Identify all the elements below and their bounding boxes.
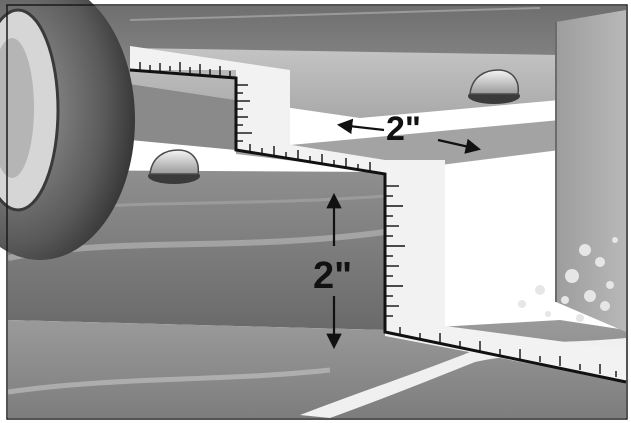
side-plate <box>556 10 626 332</box>
horizontal-dimension-arrows <box>336 118 482 154</box>
wheel <box>0 0 135 260</box>
horizontal-dimension-label: 2" <box>386 110 421 148</box>
debris-cluster <box>518 237 618 322</box>
lower-white-streak <box>300 338 626 418</box>
arrow-left <box>336 118 385 135</box>
lower-highlight <box>7 367 331 395</box>
image-border <box>6 4 628 420</box>
upper-rail-face <box>130 84 236 150</box>
wall-highlight <box>129 7 541 21</box>
arrow-right <box>437 138 482 154</box>
bolt-head-right <box>468 69 520 104</box>
tape-lower-horizontal <box>385 318 626 382</box>
vertical-dimension-label: 2" <box>313 255 352 297</box>
bolt-head-left <box>148 149 200 184</box>
measuring-tape <box>129 46 627 384</box>
tape-ticks <box>139 62 617 377</box>
